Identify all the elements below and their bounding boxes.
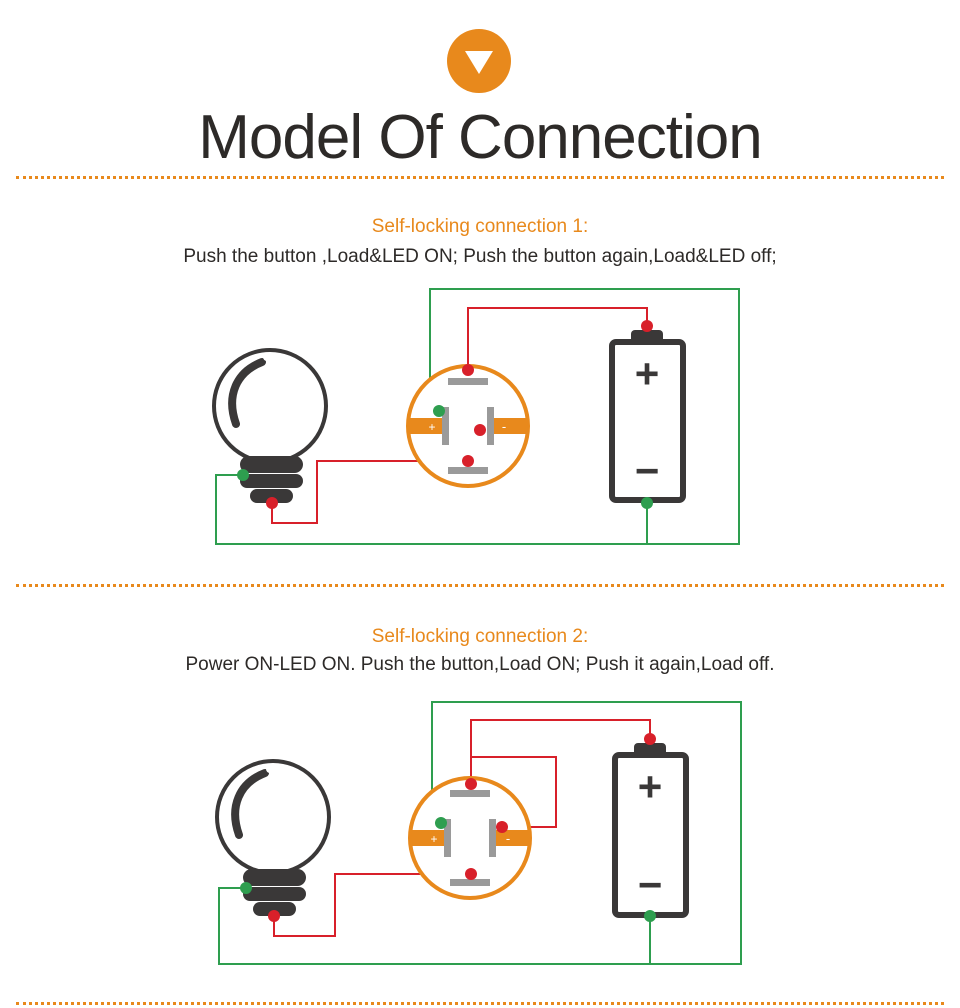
switch-minus-label: -	[506, 831, 510, 846]
light-bulb	[215, 759, 331, 916]
page-title: Model Of Connection	[198, 103, 762, 172]
section-2-description: Power ON-LED ON. Push the button,Load ON…	[185, 654, 775, 675]
battery-minus-label: −	[638, 861, 663, 908]
wiring-diagram-1: + - + −	[212, 288, 740, 545]
section-2-title: Self-locking connection 2:	[371, 626, 589, 647]
battery-minus-label: −	[635, 447, 660, 494]
red-wires	[273, 719, 651, 937]
battery: + −	[612, 743, 689, 918]
push-switch: + -	[408, 776, 532, 900]
divider-middle	[16, 584, 944, 587]
switch-minus-label: -	[502, 419, 506, 434]
switch-plus-label: +	[428, 420, 435, 434]
divider-bottom	[16, 1002, 944, 1005]
divider-top	[16, 176, 944, 179]
battery-plus-label: +	[638, 763, 663, 810]
battery: + −	[609, 330, 686, 503]
switch-plus-label: +	[430, 832, 437, 846]
down-triangle-icon	[465, 51, 493, 74]
section-1-description: Push the button ,Load&LED ON; Push the b…	[183, 246, 777, 267]
header-badge	[447, 29, 511, 93]
light-bulb	[212, 348, 328, 503]
junction-dots	[240, 733, 656, 922]
section-1-title: Self-locking connection 1:	[371, 216, 589, 237]
junction-dots	[237, 320, 653, 509]
bulb-highlight	[228, 358, 266, 428]
push-switch: + -	[406, 364, 530, 488]
battery-plus-label: +	[635, 350, 660, 397]
bulb-highlight	[231, 769, 269, 839]
